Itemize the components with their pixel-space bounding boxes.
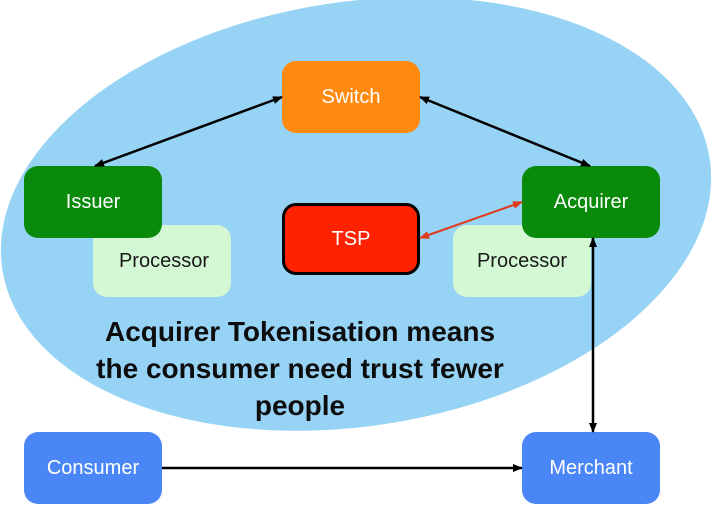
issuer-label: Issuer	[65, 190, 121, 213]
caption-line-1: Acquirer Tokenisation means	[104, 316, 496, 347]
acquirer-node: Acquirer	[522, 166, 660, 238]
merchant-label: Merchant	[549, 456, 633, 479]
tsp-node: TSP	[282, 203, 420, 275]
tsp-label: TSP	[331, 227, 371, 250]
acquirer-label: Acquirer	[553, 190, 629, 213]
switch-node: Switch	[282, 61, 420, 133]
issuer-processor-label: Processor	[118, 249, 209, 272]
switch-label: Switch	[321, 85, 381, 108]
issuer-node: Issuer	[24, 166, 162, 238]
caption-line-3: people	[254, 390, 346, 421]
consumer-label: Consumer	[46, 456, 140, 479]
caption-line-2: the consumer need trust fewer	[96, 353, 504, 384]
consumer-node: Consumer	[24, 432, 162, 504]
diagram-caption: Acquirer Tokenisation means the consumer…	[55, 313, 545, 424]
acquirer-processor-label: Processor	[476, 249, 567, 272]
merchant-node: Merchant	[522, 432, 660, 504]
